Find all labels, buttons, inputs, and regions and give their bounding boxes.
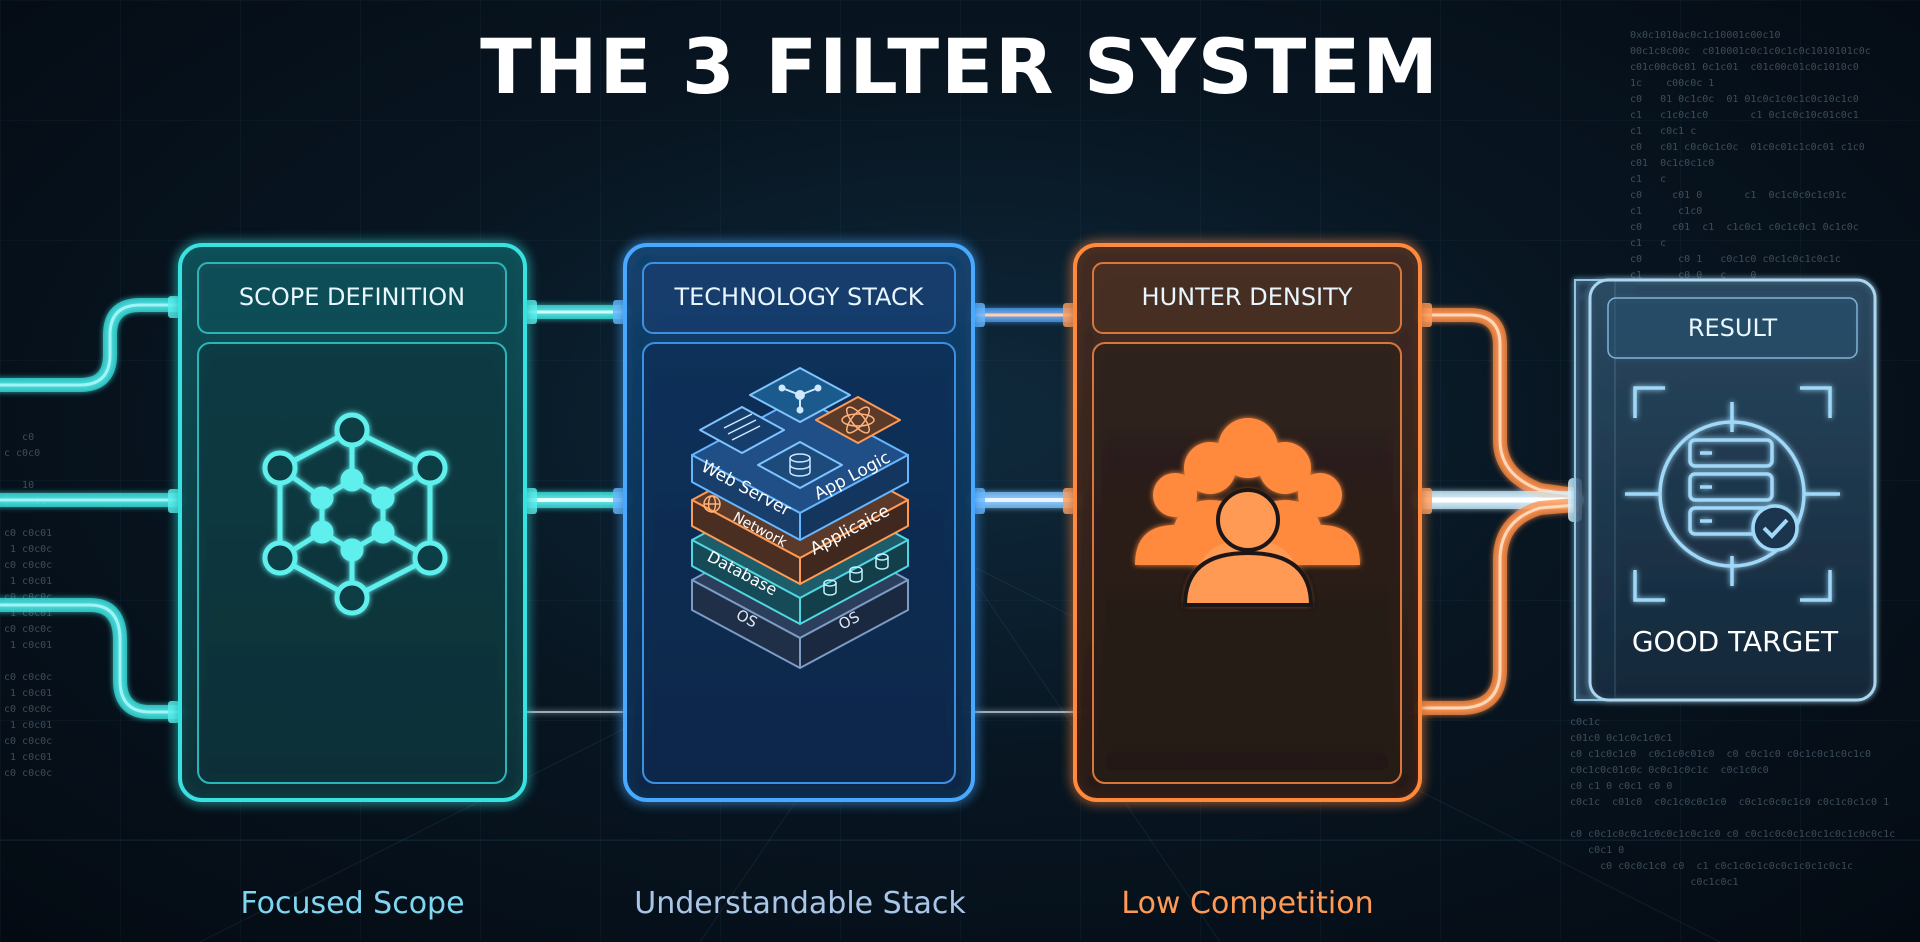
database-icon xyxy=(789,453,811,477)
layered-stack-icon: Web Server App Logic Network Applicaice … xyxy=(691,367,909,669)
pipe-left-bottom xyxy=(0,598,187,719)
pipe-bottom-3-result xyxy=(1413,498,1582,715)
result-card xyxy=(1574,278,1877,702)
pipe-top-3-result xyxy=(1413,308,1582,502)
caption-stack: Understandable Stack xyxy=(634,886,966,921)
result-label: RESULT xyxy=(1687,314,1778,342)
server-rack-icon xyxy=(723,413,761,441)
stack-tile-server xyxy=(699,406,785,454)
atom-icon xyxy=(841,406,875,434)
filter-card-scope xyxy=(178,243,527,802)
stack-tile-db xyxy=(757,441,843,489)
stack-tile-atom xyxy=(815,396,901,444)
database-small-icons xyxy=(823,553,889,596)
result-target-label: GOOD TARGET xyxy=(1631,625,1839,658)
network-graph-icon xyxy=(262,412,448,616)
caption-hunters: Low Competition xyxy=(1121,886,1374,921)
filter-label-scope: SCOPE DEFINITION xyxy=(238,283,466,311)
caption-scope: Focused Scope xyxy=(240,886,465,921)
people-group-icon xyxy=(1135,418,1360,607)
globe-icon xyxy=(703,495,721,513)
pipe-left-top xyxy=(0,298,187,392)
server-target-check-icon xyxy=(1625,386,1840,602)
code-decoration-right-bottom: c0c1c c01c0 0c1c0c1c0c1 c0 c1c0c1c0 c0c1… xyxy=(1570,717,1896,888)
code-decoration-right-top: 0x0c1010ac0c1c10001c00c10 00c1c0c00c c01… xyxy=(1630,30,1871,281)
filter-label-stack: TECHNOLOGY STACK xyxy=(674,283,924,311)
code-decoration-left: c0 c c0c0 10 c c0c11 c0 c0c01 1 c0c0c c0… xyxy=(4,432,53,779)
hub-icon xyxy=(778,384,822,414)
filter-label-hunters: HUNTER DENSITY xyxy=(1141,283,1353,311)
page-title: THE 3 FILTER SYSTEM xyxy=(480,22,1440,111)
